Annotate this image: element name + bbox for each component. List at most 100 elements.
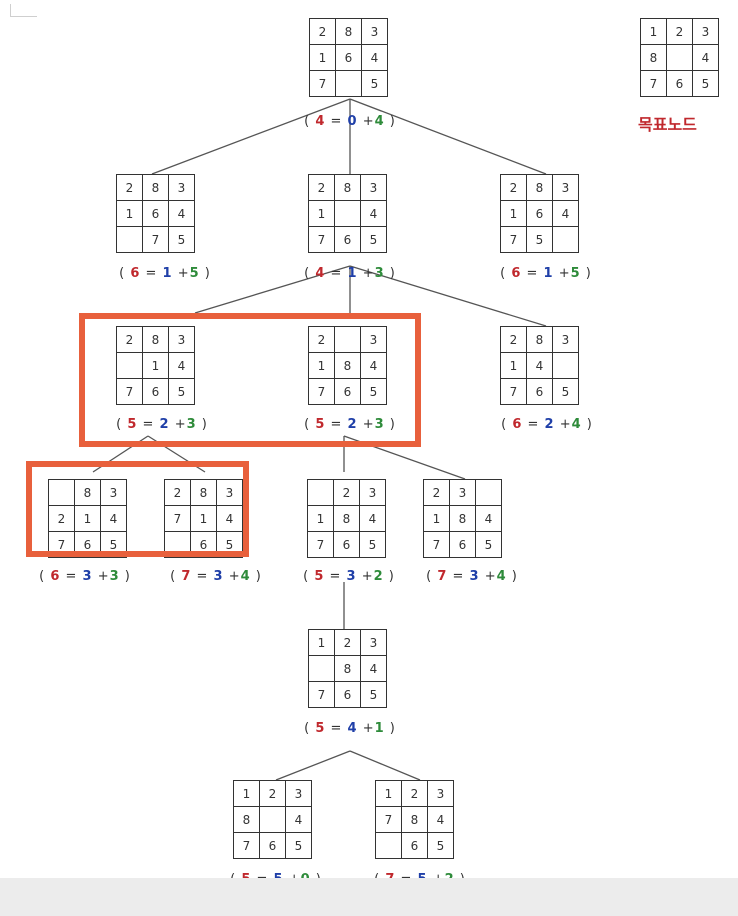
cost-h-value: 3 [109,569,120,584]
puzzle-tile: 1 [500,352,527,379]
puzzle-tile: 4 [692,44,719,71]
puzzle-tile: 4 [361,44,388,71]
puzzle-tile: 3 [216,479,243,506]
puzzle-tile: 6 [333,531,360,558]
puzzle-tile: 7 [500,226,527,253]
cost-f-value: 5 [315,417,326,432]
node-cost-label-l1c: ( 6 = 1 +5 ) [500,266,592,281]
puzzle-tile: 6 [142,378,169,405]
puzzle-tile: 2 [334,629,361,656]
page-corner-mark [10,4,37,17]
puzzle-tile: 3 [552,174,579,201]
puzzle-tile: 4 [552,200,579,227]
puzzle-tile: 7 [307,531,334,558]
cost-g-value: 1 [347,266,358,281]
puzzle-tile: 1 [74,505,101,532]
puzzle-tile [335,70,362,97]
puzzle-tile [116,226,143,253]
puzzle-tile: 2 [308,174,335,201]
puzzle-tile: 8 [233,806,260,833]
puzzle-tile: 6 [401,832,428,859]
cost-f-value: 4 [315,266,326,281]
cost-f-value: 5 [314,569,325,584]
bottom-bar [0,878,738,916]
puzzle-tile: 5 [359,531,386,558]
puzzle-tile: 5 [552,378,579,405]
puzzle-tile: 4 [359,505,386,532]
puzzle-tile: 2 [500,174,527,201]
cost-f-value: 6 [50,569,61,584]
node-cost-label-l2b: ( 5 = 2 +3 ) [304,417,396,432]
puzzle-tile: 4 [216,505,243,532]
puzzle-tile: 8 [526,326,553,353]
puzzle-tile: 7 [308,681,335,708]
puzzle-tile: 5 [526,226,553,253]
node-cost-label-l3d: ( 7 = 3 +4 ) [426,569,518,584]
puzzle-tile: 4 [475,505,502,532]
tree-edge [349,750,421,781]
goal-node-caption: 목표노드 [638,115,697,134]
puzzle-tile: 1 [307,505,334,532]
puzzle-tile: 7 [308,226,335,253]
puzzle-tile: 5 [360,681,387,708]
puzzle-tile: 8 [335,18,362,45]
puzzle-tile: 2 [401,780,428,807]
puzzle-tile [666,44,693,71]
puzzle-tile: 8 [526,174,553,201]
cost-h-value: 5 [189,266,200,281]
cost-h-value: 4 [571,417,582,432]
puzzle-tile: 3 [359,479,386,506]
puzzle-tile: 4 [360,352,387,379]
puzzle-tile: 6 [526,378,553,405]
puzzle-tile: 1 [500,200,527,227]
cost-g-value: 2 [159,417,170,432]
cost-h-value: 4 [374,114,385,129]
puzzle-tile: 3 [360,629,387,656]
puzzle-tile: 3 [168,326,195,353]
puzzle-tile: 3 [168,174,195,201]
cost-h-value: 5 [570,266,581,281]
puzzle-tile: 8 [640,44,667,71]
tree-edge [349,98,547,175]
puzzle-tile: 4 [168,200,195,227]
puzzle-tile: 1 [423,505,450,532]
puzzle-tile: 3 [360,174,387,201]
puzzle-tile: 3 [285,780,312,807]
puzzle-tile: 1 [375,780,402,807]
cost-h-value: 4 [496,569,507,584]
cost-g-value: 3 [469,569,480,584]
puzzle-tile: 7 [640,70,667,97]
puzzle-tile [552,226,579,253]
puzzle-tile: 1 [233,780,260,807]
cost-g-value: 4 [347,721,358,736]
tree-edge [194,265,351,314]
puzzle-tile: 8 [333,505,360,532]
cost-g-value: 1 [543,266,554,281]
puzzle-tile: 8 [74,479,101,506]
puzzle-tile [307,479,334,506]
puzzle-tile: 5 [360,226,387,253]
puzzle-tile: 3 [360,326,387,353]
puzzle-tile: 3 [361,18,388,45]
puzzle-tile: 5 [692,70,719,97]
tree-edge [349,265,547,327]
puzzle-tile: 5 [361,70,388,97]
cost-h-value: 4 [240,569,251,584]
node-cost-label-l1b: ( 4 = 1 +3 ) [304,266,396,281]
puzzle-tile: 4 [427,806,454,833]
node-cost-label-l1a: ( 6 = 1 +5 ) [119,266,211,281]
puzzle-tile: 4 [285,806,312,833]
puzzle-tile: 1 [308,200,335,227]
puzzle-tile: 5 [427,832,454,859]
